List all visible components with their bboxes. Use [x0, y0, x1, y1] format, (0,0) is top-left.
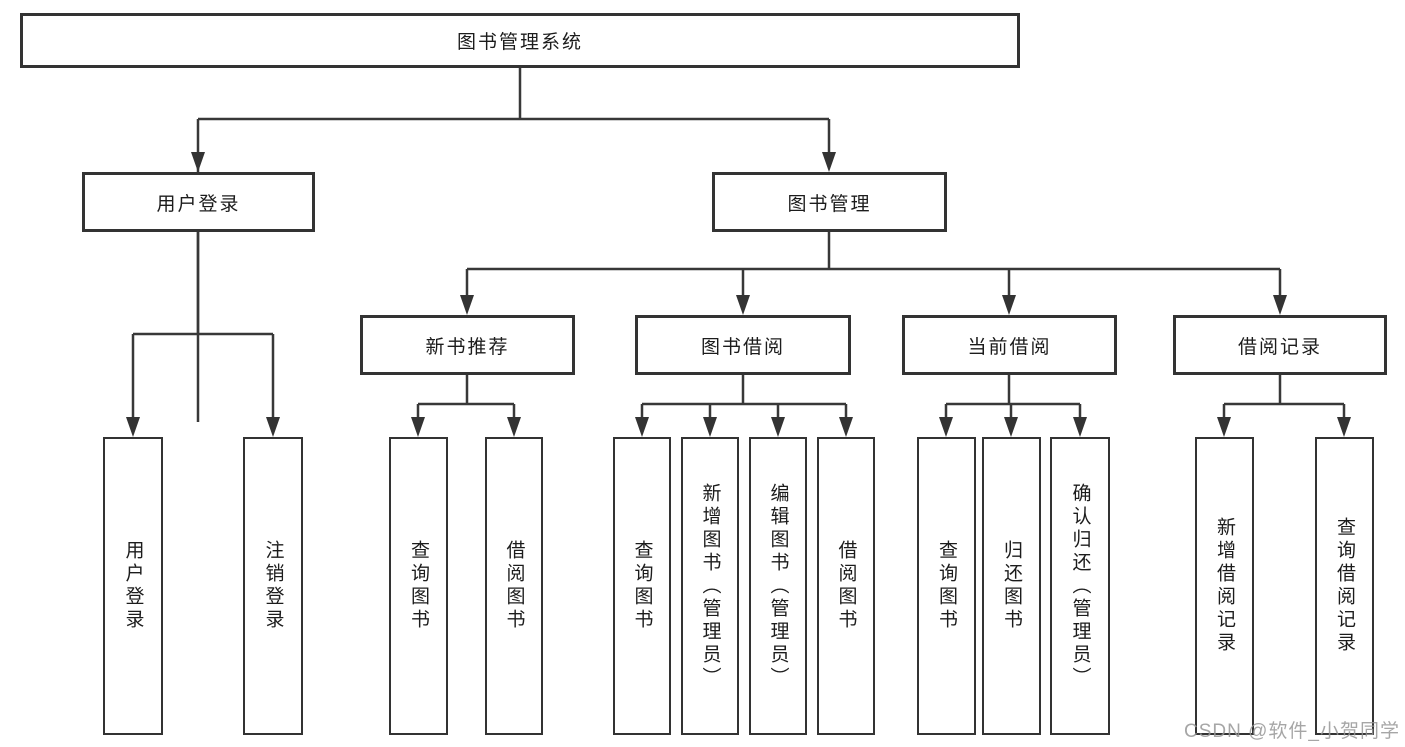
- leaf-add-borrow-record-label: 新增借阅记录: [1214, 517, 1235, 655]
- connector-records-to-leaves: [1222, 375, 1346, 422]
- arrow-down-icon: [703, 417, 717, 437]
- node-borrowing-records: 借阅记录: [1173, 315, 1387, 375]
- leaf-query-books-2-label: 查询图书: [631, 540, 653, 632]
- node-user-login-module: 用户登录: [82, 172, 315, 232]
- leaf-query-borrow-record: 查询借阅记录: [1315, 437, 1374, 735]
- csdn-watermark: CSDN @软件_小贺同学: [1184, 721, 1400, 742]
- leaf-user-login: 用户登录: [103, 437, 163, 735]
- leaf-confirm-return-admin: 确认归还（管理员）: [1050, 437, 1110, 735]
- node-library-system: 图书管理系统: [20, 13, 1020, 68]
- arrow-down-icon: [507, 417, 521, 437]
- node-user-login-module-label: 用户登录: [156, 193, 241, 215]
- leaf-query-books-3-label: 查询图书: [936, 540, 957, 632]
- arrow-down-icon: [822, 152, 836, 172]
- node-borrowing-records-label: 借阅记录: [1237, 336, 1322, 358]
- arrow-down-icon: [939, 417, 953, 437]
- leaf-borrow-books-2: 借阅图书: [817, 437, 875, 735]
- leaf-add-borrow-record: 新增借阅记录: [1195, 437, 1254, 735]
- node-book-management-module: 图书管理: [712, 172, 947, 232]
- arrow-down-icon: [191, 152, 205, 172]
- leaf-add-books-admin-label: 新增图书（管理员）: [699, 482, 721, 690]
- leaf-query-books-1-label: 查询图书: [408, 540, 429, 632]
- leaf-borrow-books-1: 借阅图书: [485, 437, 543, 735]
- arrow-down-icon: [126, 417, 140, 437]
- connector-userlogin-to-leaves: [131, 232, 275, 422]
- arrow-down-icon: [1073, 417, 1087, 437]
- leaf-query-books-2: 查询图书: [613, 437, 671, 735]
- arrow-down-icon: [266, 417, 280, 437]
- leaf-edit-books-admin-label: 编辑图书（管理员）: [767, 482, 789, 690]
- arrow-down-icon: [736, 295, 750, 315]
- arrowheads: [126, 152, 1351, 437]
- connector-borrowing-to-leaves: [640, 375, 848, 422]
- connector-newbooks-to-leaves: [416, 375, 516, 422]
- leaf-return-books-label: 归还图书: [1001, 540, 1022, 632]
- arrow-down-icon: [1002, 295, 1016, 315]
- node-library-system-label: 图书管理系统: [456, 32, 583, 53]
- arrow-down-icon: [771, 417, 785, 437]
- arrow-down-icon: [1337, 417, 1351, 437]
- node-book-borrowing-label: 图书借阅: [700, 336, 785, 358]
- arrow-down-icon: [635, 417, 649, 437]
- leaf-add-books-admin: 新增图书（管理员）: [681, 437, 739, 735]
- node-new-book-recommend: 新书推荐: [360, 315, 575, 375]
- connector-root-to-level2: [196, 68, 831, 422]
- leaf-logout: 注销登录: [243, 437, 303, 735]
- node-new-book-recommend-label: 新书推荐: [425, 336, 510, 358]
- arrow-down-icon: [460, 295, 474, 315]
- node-current-borrowing: 当前借阅: [902, 315, 1117, 375]
- connector-bookmgmt-to-level3: [465, 232, 1282, 300]
- leaf-borrow-books-1-label: 借阅图书: [503, 540, 525, 632]
- leaf-borrow-books-2-label: 借阅图书: [835, 540, 857, 632]
- leaf-logout-label: 注销登录: [262, 540, 284, 632]
- leaf-query-books-1: 查询图书: [389, 437, 448, 735]
- leaf-return-books: 归还图书: [982, 437, 1041, 735]
- arrow-down-icon: [1273, 295, 1287, 315]
- node-book-management-module-label: 图书管理: [787, 193, 872, 215]
- arrow-down-icon: [839, 417, 853, 437]
- arrow-down-icon: [1217, 417, 1231, 437]
- arrow-down-icon: [411, 417, 425, 437]
- leaf-confirm-return-admin-label: 确认归还（管理员）: [1069, 482, 1091, 690]
- leaf-edit-books-admin: 编辑图书（管理员）: [749, 437, 807, 735]
- arrow-down-icon: [1004, 417, 1018, 437]
- connector-current-to-leaves: [944, 375, 1082, 422]
- leaf-query-books-3: 查询图书: [917, 437, 976, 735]
- node-book-borrowing: 图书借阅: [635, 315, 851, 375]
- leaf-query-borrow-record-label: 查询借阅记录: [1334, 517, 1355, 655]
- node-current-borrowing-label: 当前借阅: [967, 336, 1052, 358]
- leaf-user-login-label: 用户登录: [122, 540, 144, 632]
